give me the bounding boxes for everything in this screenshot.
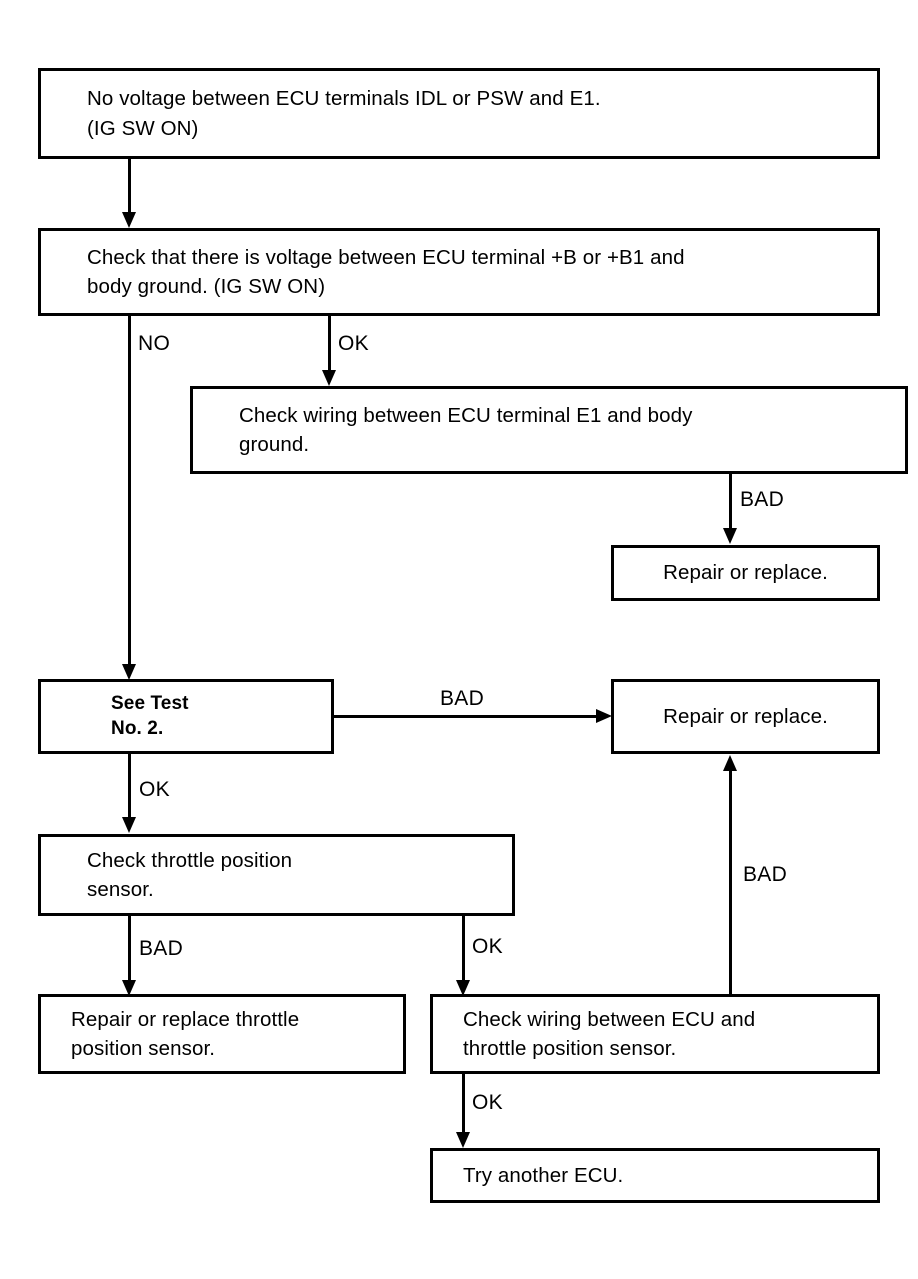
connector-no-branch xyxy=(128,316,131,667)
node-check-wiring-e1: Check wiring between ECU terminal E1 and… xyxy=(190,386,908,474)
connector-ok-3 xyxy=(462,916,465,983)
connector-ok-2 xyxy=(128,754,131,819)
node-check-wiring-tps: Check wiring between ECU and throttle po… xyxy=(430,994,880,1074)
connector-bad-3 xyxy=(128,916,131,983)
edge-label-no: NO xyxy=(138,332,171,355)
connector-bad-4 xyxy=(729,770,732,994)
connector-no-voltage-to-check-b xyxy=(128,159,131,214)
node-repair-replace-tps: Repair or replace throttle position sens… xyxy=(38,994,406,1074)
node-check-b-voltage-text: Check that there is voltage between ECU … xyxy=(87,245,685,298)
connector-ok-4 xyxy=(462,1074,465,1134)
node-see-test-2: See Test No. 2. xyxy=(38,679,334,754)
node-check-wiring-tps-text: Check wiring between ECU and throttle po… xyxy=(463,1007,756,1060)
node-try-another-ecu: Try another ECU. xyxy=(430,1148,880,1203)
edge-label-ok-1: OK xyxy=(338,332,369,355)
node-check-wiring-e1-text: Check wiring between ECU terminal E1 and… xyxy=(239,403,693,456)
arrowhead-ok-4 xyxy=(456,1132,470,1148)
node-repair-replace-1: Repair or replace. xyxy=(611,545,880,601)
connector-bad-1 xyxy=(729,474,732,530)
arrowhead-bad-1 xyxy=(723,528,737,544)
arrowhead-bad-2 xyxy=(596,709,612,723)
connector-bad-2 xyxy=(334,715,598,718)
node-try-another-ecu-text: Try another ECU. xyxy=(463,1163,624,1187)
node-check-b-voltage: Check that there is voltage between ECU … xyxy=(38,228,880,316)
edge-label-ok-4: OK xyxy=(472,1091,503,1114)
edge-label-ok-2: OK xyxy=(139,778,170,801)
arrowhead-ok-1 xyxy=(322,370,336,386)
connector-ok-1 xyxy=(328,316,331,373)
arrowhead-no-branch xyxy=(122,664,136,680)
node-no-voltage-text: No voltage between ECU terminals IDL or … xyxy=(87,87,601,140)
node-no-voltage: No voltage between ECU terminals IDL or … xyxy=(38,68,880,159)
arrowhead-bad-3 xyxy=(122,980,136,996)
node-check-tps-text: Check throttle position sensor. xyxy=(87,848,293,901)
node-check-tps: Check throttle position sensor. xyxy=(38,834,515,916)
edge-label-bad-3: BAD xyxy=(139,937,184,960)
node-repair-replace-tps-text: Repair or replace throttle position sens… xyxy=(71,1007,300,1060)
arrowhead-to-check-b xyxy=(122,212,136,228)
edge-label-bad-1: BAD xyxy=(740,488,785,511)
arrowhead-ok-3 xyxy=(456,980,470,996)
node-see-test-2-text: See Test No. 2. xyxy=(111,692,189,739)
edge-label-bad-4: BAD xyxy=(743,863,788,886)
arrowhead-ok-2 xyxy=(122,817,136,833)
edge-label-bad-2: BAD xyxy=(440,687,485,710)
node-repair-replace-1-text: Repair or replace. xyxy=(663,561,828,585)
node-repair-replace-2-text: Repair or replace. xyxy=(663,704,828,728)
arrowhead-bad-4 xyxy=(723,755,737,771)
edge-label-ok-3: OK xyxy=(472,935,503,958)
node-repair-replace-2: Repair or replace. xyxy=(611,679,880,754)
